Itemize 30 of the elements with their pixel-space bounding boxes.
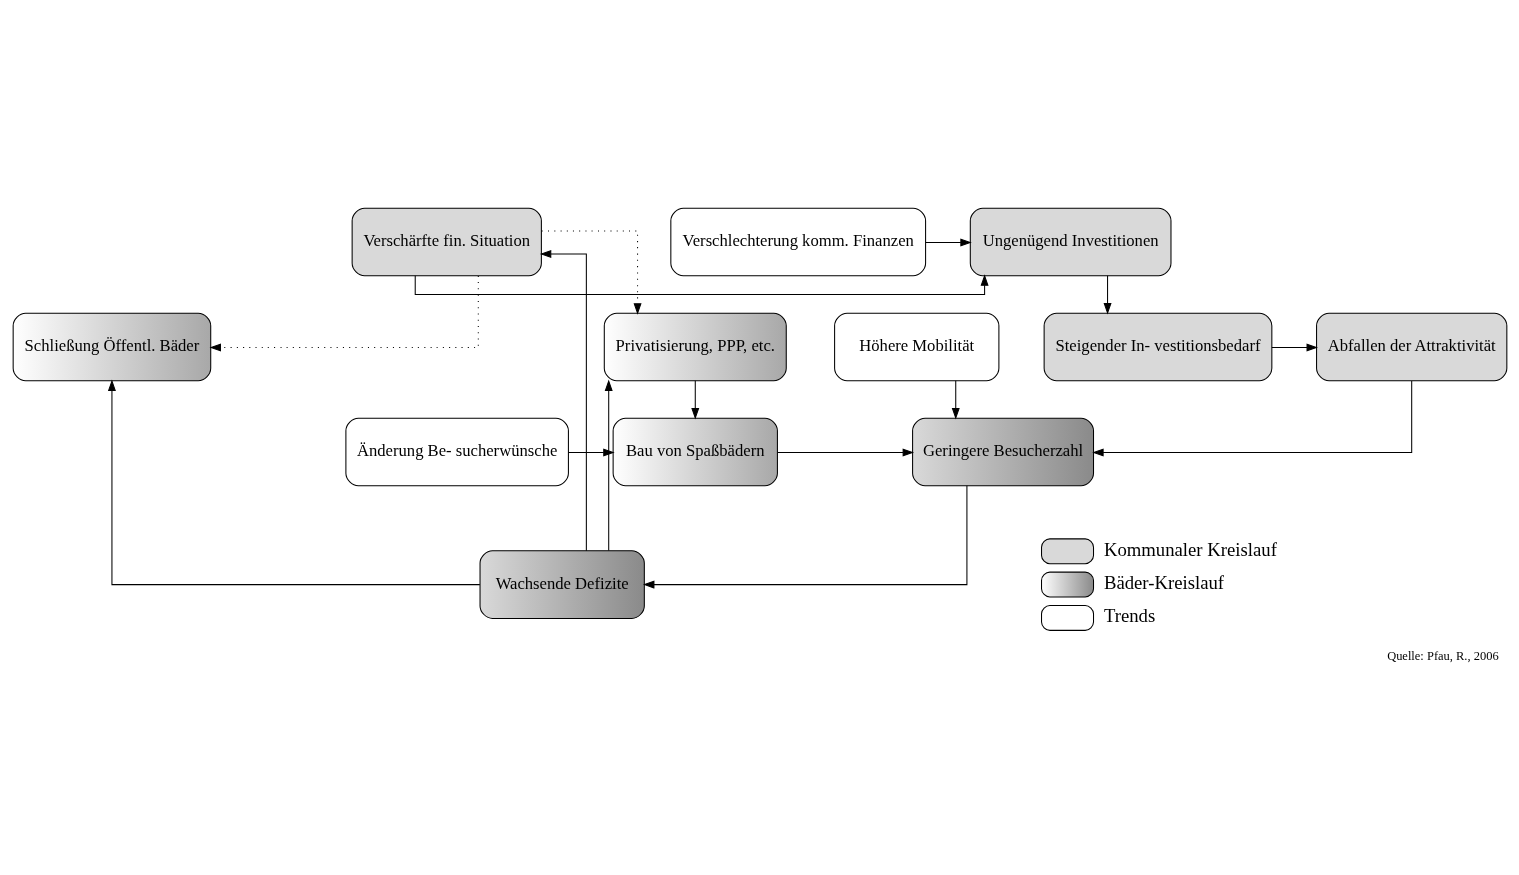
arrow — [604, 378, 613, 551]
arrow — [107, 379, 480, 585]
legend-label: Kommunaler Kreislauf — [1103, 538, 1277, 560]
arrow — [209, 274, 479, 352]
legend-label: Bäder-Kreislauf — [1103, 571, 1224, 593]
arrow — [540, 230, 642, 315]
arrow — [1270, 343, 1318, 352]
arrow — [776, 448, 914, 457]
node-box: Schließung Öffentl. Bäder — [12, 312, 211, 381]
legend-label: Trends — [1103, 604, 1155, 626]
arrow — [924, 238, 972, 247]
node-box: Ungenügend Investitionen — [969, 207, 1171, 276]
node-box: Wachsende Defizite — [479, 549, 645, 619]
node-box: Privatisierung, PPP, etc. — [603, 312, 787, 381]
arrow — [539, 249, 587, 551]
node-box: Steigender In- vestitionsbedarf — [1043, 312, 1272, 381]
node-box: Abfallen der Attraktivität — [1315, 312, 1507, 381]
arrow — [1091, 379, 1412, 457]
arrow — [567, 448, 615, 457]
node-box: Höhere Mobilität — [833, 312, 999, 381]
node-box: Änderung Be- sucherwünsche — [344, 417, 569, 486]
node-box: Verschlechterung komm. Finanzen — [669, 207, 926, 276]
arrow — [690, 379, 699, 419]
node-box: Verschärfte fin. Situation — [351, 207, 542, 276]
node-box: Geringere Besucherzahl — [911, 417, 1094, 486]
arrow — [1103, 274, 1112, 314]
arrow — [642, 484, 967, 589]
caption: Quelle: Pfau, R., 2006 — [1386, 648, 1499, 663]
arrow — [951, 379, 960, 419]
node-box: Bau von Spaßbädern — [612, 417, 778, 486]
